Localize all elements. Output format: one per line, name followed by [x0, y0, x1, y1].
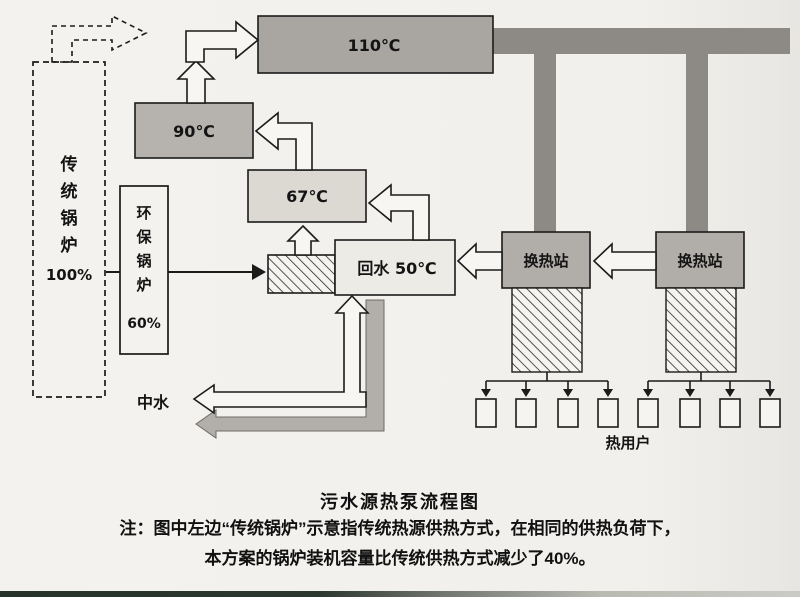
heat-user-box [637, 398, 659, 428]
heat-user-box [597, 398, 619, 428]
hx-station-2-label: 换热站 [677, 252, 722, 270]
drop-arrowhead-icon [481, 389, 491, 397]
drop-arrowhead-icon [765, 389, 775, 397]
note-line-1: 注：图中左边“传统锅炉”示意指传统热源供热方式，在相同的供热负荷下， [119, 519, 681, 538]
hx-station-2-hatched-pipe [665, 287, 737, 373]
arrow-90-up [176, 59, 216, 104]
hx-station-2-box [655, 231, 745, 289]
drop-arrowhead-icon [521, 389, 531, 397]
gray-water-pipe-arrow [195, 299, 385, 439]
process-diagram: 110℃ 传 统 锅 炉 100% 环 保 锅 炉 60% 90℃ 67℃ 回水… [32, 14, 790, 452]
drop-arrowhead-icon [563, 389, 573, 397]
hx-station-1-hatched-pipe [511, 287, 583, 373]
temp-box-67-label: 67℃ [286, 187, 328, 206]
drop-arrowhead-icon [685, 389, 695, 397]
arrow-90-to-110 [185, 20, 260, 63]
riser-pipe-1 [534, 54, 556, 232]
return-water-box [334, 239, 456, 296]
arrow-hatch-to-67 [286, 224, 320, 256]
supply-main-bar [493, 28, 790, 54]
distribution-group-2 [637, 372, 781, 428]
dashed-exhaust-arrow [51, 14, 148, 63]
scan-edge-artifact [0, 591, 800, 597]
heat-pump-hatched-block [267, 254, 336, 294]
heat-user-box [719, 398, 741, 428]
traditional-boiler-box [32, 61, 106, 398]
heat-user-box [515, 398, 537, 428]
riser-pipe-2 [686, 54, 708, 232]
distribution-group-1 [475, 372, 619, 428]
temp-box-67 [247, 169, 367, 223]
arrow-67-to-90 [254, 111, 313, 171]
traditional-boiler-char-4: 炉 [61, 235, 78, 256]
drop-arrowhead-icon [603, 389, 613, 397]
hx-station-1-label: 换热站 [523, 252, 568, 270]
reclaimed-water-label: 中水 [137, 393, 170, 412]
eco-boiler-box [119, 185, 169, 355]
drop-arrowhead-icon [643, 389, 653, 397]
arrow-hx1-to-return [456, 242, 503, 280]
temp-box-90 [134, 102, 254, 159]
arrow-return-to-67 [367, 183, 430, 241]
note-line-2: 本方案的锅炉装机容量比传统供热方式减少了40%。 [204, 549, 596, 568]
heat-users-label: 热用户 [605, 434, 650, 452]
diagram-title: 污水源热泵流程图 [320, 492, 480, 512]
heat-user-box [679, 398, 701, 428]
eco-boiler-char-2: 保 [135, 228, 152, 246]
traditional-boiler-char-2: 统 [61, 181, 78, 202]
eco-boiler-char-3: 锅 [136, 252, 151, 270]
return-water-label: 回水 50℃ [357, 259, 436, 278]
heat-user-box [475, 398, 497, 428]
arrow-hx2-to-hx1 [592, 242, 657, 280]
drop-arrowhead-icon [725, 389, 735, 397]
temp-box-110-label: 110℃ [348, 36, 401, 55]
traditional-boiler-percent: 100% [46, 266, 92, 284]
eco-boiler-char-1: 环 [136, 204, 151, 222]
heat-user-box [759, 398, 781, 428]
temp-box-90-label: 90℃ [173, 122, 215, 141]
boiler-feed-arrowhead-icon [252, 264, 266, 280]
traditional-boiler-char-1: 传 [60, 154, 78, 175]
hx-station-1-box [501, 231, 591, 289]
temp-box-110 [257, 15, 494, 74]
white-water-pipe-arrow [192, 294, 370, 415]
eco-boiler-percent: 60% [127, 316, 161, 332]
eco-boiler-char-4: 炉 [136, 276, 151, 294]
traditional-boiler-char-3: 锅 [61, 208, 78, 229]
heat-user-box [557, 398, 579, 428]
